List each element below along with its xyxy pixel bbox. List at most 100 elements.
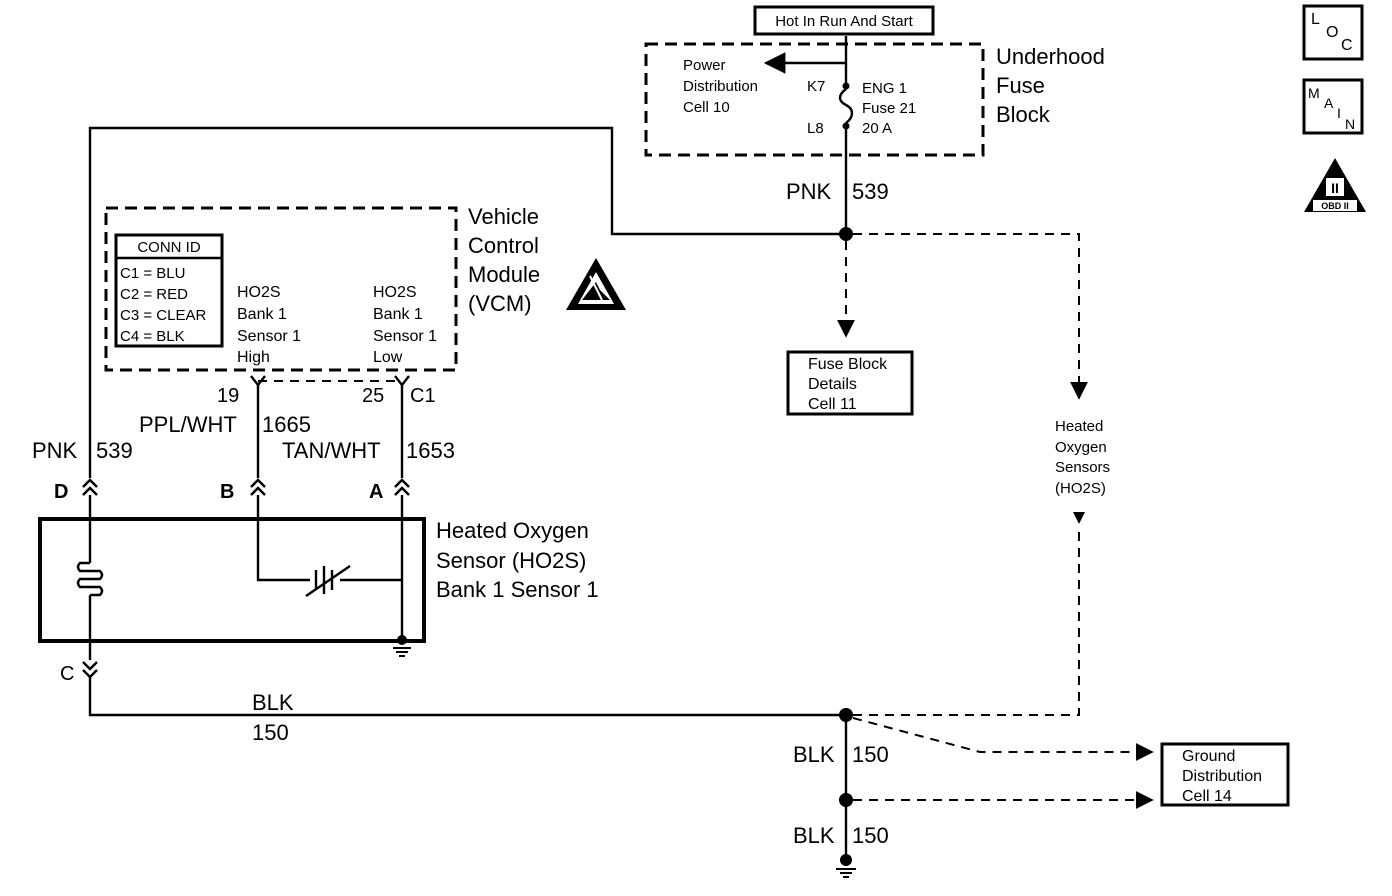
ppl-wht-circuit: 1665 bbox=[262, 412, 311, 437]
vcm-low-line-2: Bank 1 bbox=[373, 306, 423, 323]
loc-icon: L O C bbox=[1302, 4, 1364, 61]
obd-numeral: II bbox=[1331, 180, 1339, 196]
power-source-text: Hot In Run And Start bbox=[775, 13, 913, 30]
pnk-top-circuit: 539 bbox=[852, 179, 889, 204]
sensing-wire bbox=[256, 495, 402, 582]
ho2s-ref-line-4: (HO2S) bbox=[1055, 480, 1106, 497]
tan-wht-color: TAN/WHT bbox=[282, 438, 381, 463]
obd-ii-icon: II OBD II bbox=[1304, 158, 1366, 212]
power-dist-label-2: Distribution bbox=[683, 78, 758, 95]
main-icon-letter-1: M bbox=[1308, 85, 1320, 101]
fuse-block-title-3: Block bbox=[996, 102, 1051, 127]
sensor-pin-a: A bbox=[369, 481, 383, 503]
blk-main-color: BLK bbox=[252, 690, 294, 715]
vcm-pin-19-label: 19 bbox=[217, 385, 239, 407]
vcm-low-line-3: Sensor 1 bbox=[373, 328, 437, 345]
loc-icon-letter-3: C bbox=[1341, 37, 1353, 54]
fuse-details-line-1: Fuse Block bbox=[808, 356, 888, 373]
sensor-ground-dot bbox=[397, 635, 407, 645]
vcm-module: Vehicle Control Module (VCM) CONN ID C1 … bbox=[104, 204, 626, 372]
blk-mid-color: BLK bbox=[793, 742, 835, 767]
heater-element-icon bbox=[76, 561, 104, 597]
ho2s-ref-arrow-down bbox=[853, 233, 1088, 400]
conn-id-row-3: C3 = CLEAR bbox=[120, 307, 206, 324]
pnk-left-circuit: 539 bbox=[96, 438, 133, 463]
main-icon: M A I N bbox=[1302, 78, 1364, 135]
ground-dist-line-2: Distribution bbox=[1182, 768, 1262, 785]
underhood-fuse-block: Underhood Fuse Block Power Distribution … bbox=[644, 36, 1105, 234]
fuse-block-outline bbox=[644, 42, 985, 157]
sensor-ground-icon bbox=[393, 647, 411, 657]
ho2s-ref-arrow-icon bbox=[1073, 512, 1085, 524]
vcm-outline bbox=[104, 206, 458, 372]
ho2s-ref-line-2: Oxygen bbox=[1055, 439, 1107, 456]
power-dist-label-3: Cell 10 bbox=[683, 99, 730, 116]
fuse-label-1: ENG 1 bbox=[862, 80, 907, 97]
vcm-low-line-1: HO2S bbox=[373, 284, 417, 301]
fuse-label-3: 20 A bbox=[862, 120, 892, 137]
ho2s-reference: Heated Oxygen Sensors (HO2S) bbox=[1055, 418, 1110, 524]
vcm-connector-label: C1 bbox=[410, 385, 436, 407]
obd-label: OBD II bbox=[1321, 201, 1349, 211]
fuse-pin-l8: L8 bbox=[807, 120, 824, 137]
main-icon-letter-4: N bbox=[1345, 116, 1355, 132]
vcm-high-line-3: Sensor 1 bbox=[237, 328, 301, 345]
fuse-block-title-1: Underhood bbox=[996, 44, 1105, 69]
pnk-left-color: PNK bbox=[32, 438, 78, 463]
fuse-pin-k7: K7 bbox=[807, 78, 825, 95]
ho2s-ref-line-3: Sensors bbox=[1055, 459, 1110, 476]
ho2s-sensor: Heated Oxygen Sensor (HO2S) Bank 1 Senso… bbox=[38, 495, 599, 660]
ground-point bbox=[840, 854, 852, 866]
fuse-element-icon bbox=[838, 88, 854, 124]
conn-id-row-1: C1 = BLU bbox=[120, 265, 185, 282]
ppl-wht-color: PPL/WHT bbox=[139, 412, 237, 437]
sensor-outline bbox=[38, 517, 426, 643]
pnk-top-color: PNK bbox=[786, 179, 832, 204]
main-icon-letter-2: A bbox=[1324, 95, 1334, 111]
vcm-title-3: Module bbox=[468, 262, 540, 287]
sensor-connector-top bbox=[82, 478, 410, 496]
sensor-title-3: Bank 1 Sensor 1 bbox=[436, 577, 599, 602]
power-source-box bbox=[753, 5, 935, 36]
sensor-title-1: Heated Oxygen bbox=[436, 518, 589, 543]
esd-warning-icon bbox=[566, 258, 626, 310]
blk-low-circuit: 150 bbox=[852, 823, 889, 848]
ground-distribution-ref: Ground Distribution Cell 14 bbox=[1160, 742, 1290, 807]
blk-main-circuit: 150 bbox=[252, 720, 289, 745]
pnk-feed-wire bbox=[88, 126, 846, 478]
fuse-terminal-top bbox=[842, 82, 850, 90]
vcm-high-line-1: HO2S bbox=[237, 284, 281, 301]
loc-icon-letter-1: L bbox=[1311, 11, 1320, 28]
vcm-title-1: Vehicle bbox=[468, 204, 539, 229]
sensor-pin-d: D bbox=[54, 481, 68, 503]
vcm-pin-25-icon bbox=[394, 375, 410, 387]
fuse-details-ref: Fuse Block Details Cell 11 bbox=[786, 350, 914, 416]
conn-id-table: CONN ID C1 = BLU C2 = RED C3 = CLEAR C4 … bbox=[114, 233, 224, 348]
blk-ground-wire bbox=[88, 677, 846, 717]
conn-id-row-4: C4 = BLK bbox=[120, 328, 185, 345]
fuse-details-line-3: Cell 11 bbox=[808, 396, 857, 413]
vcm-pin-25-label: 25 bbox=[362, 385, 384, 407]
sensor-pin-c: C bbox=[60, 663, 74, 685]
variable-cell-icon bbox=[305, 565, 351, 597]
blk-low-color: BLK bbox=[793, 823, 835, 848]
ground-dist-arrow-1 bbox=[852, 717, 1154, 761]
blk-mid-circuit: 150 bbox=[852, 742, 889, 767]
fuse-label-2: Fuse 21 bbox=[862, 100, 916, 117]
sensor-title-2: Sensor (HO2S) bbox=[436, 548, 586, 573]
power-source-label: Hot In Run And Start bbox=[753, 5, 935, 36]
ground-icon bbox=[836, 868, 856, 878]
ground-dist-line-3: Cell 14 bbox=[1182, 788, 1232, 805]
vcm-title-2: Control bbox=[468, 233, 539, 258]
vcm-high-line-4: High bbox=[237, 349, 270, 366]
sensor-connector-bottom bbox=[82, 661, 98, 679]
conn-id-row-2: C2 = RED bbox=[120, 286, 188, 303]
ho2s-ref-line-1: Heated bbox=[1055, 418, 1103, 435]
conn-id-title: CONN ID bbox=[137, 239, 201, 256]
vcm-low-line-4: Low bbox=[373, 349, 403, 366]
power-dist-label-1: Power bbox=[683, 57, 726, 74]
main-icon-letter-3: I bbox=[1337, 105, 1341, 121]
splice-pnk bbox=[839, 227, 853, 241]
sensor-pin-b: B bbox=[220, 481, 234, 503]
